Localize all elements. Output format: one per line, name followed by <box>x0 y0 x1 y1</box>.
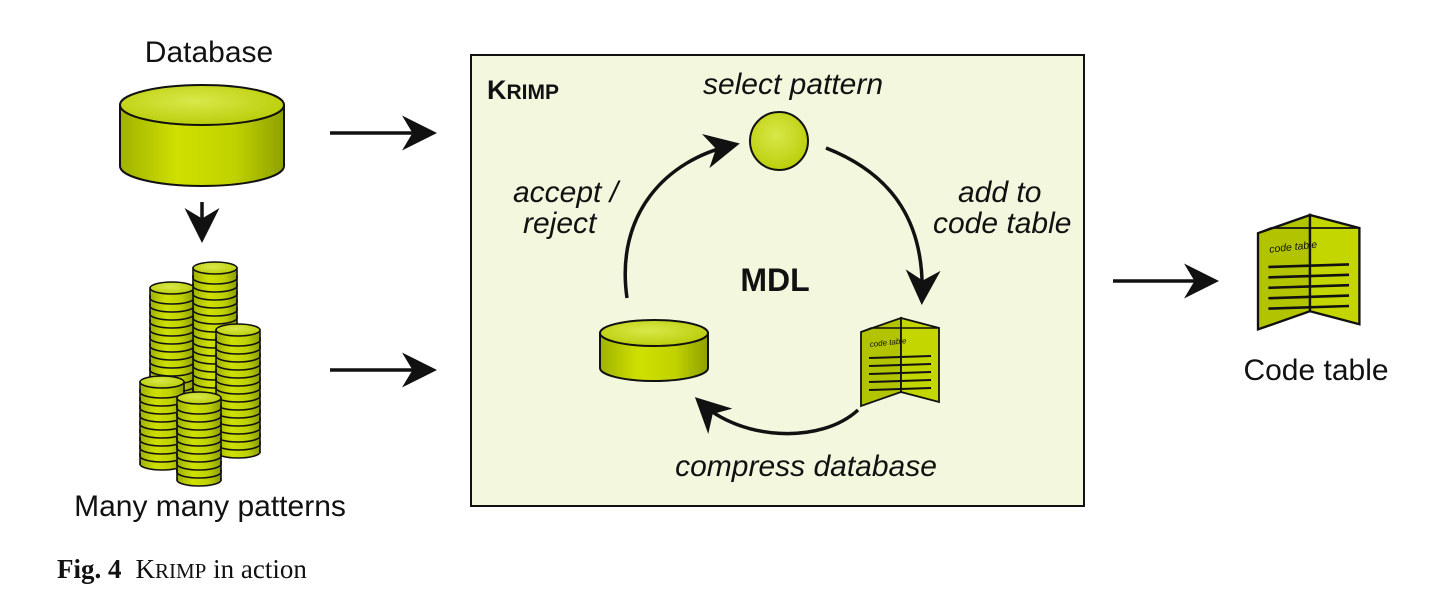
arrow-accept-reject <box>623 133 740 299</box>
arrow-select-to-add <box>825 146 941 305</box>
krimp-title: KRIMP <box>487 75 559 105</box>
accept-reject-label: accept / <box>513 176 621 209</box>
coin-stack-3-coin <box>139 375 185 399</box>
svg-text:code table: code table <box>869 336 907 349</box>
database-label: Database <box>145 36 273 69</box>
arrow-compress <box>694 397 860 436</box>
compressed-database-icon <box>599 319 709 382</box>
pattern-stacks-icon <box>139 261 261 487</box>
inner-code-table-icon: code table <box>860 317 940 407</box>
coin-stack-1-coin <box>192 261 238 285</box>
add-to-code-table-label-line2: code table <box>933 207 1071 240</box>
coin-stack-0-coin <box>149 281 195 305</box>
code-table-label: Code table <box>1243 354 1388 387</box>
code-table-icon: code table <box>1256 213 1361 331</box>
patterns-label: Many many patterns <box>74 490 346 523</box>
svg-text:code table: code table <box>1269 240 1318 256</box>
mdl-label: MDL <box>740 262 809 298</box>
select-pattern-label: select pattern <box>703 68 883 101</box>
compress-database-label: compress database <box>675 450 937 483</box>
add-to-code-table-label: add to <box>958 176 1041 209</box>
database-cylinder-icon <box>119 84 285 187</box>
coin-stack-4-coin <box>176 391 222 415</box>
accept-reject-label-line2: reject <box>523 207 598 240</box>
pattern-circle-icon <box>749 111 809 171</box>
coin-stack-2-coin <box>215 323 261 347</box>
